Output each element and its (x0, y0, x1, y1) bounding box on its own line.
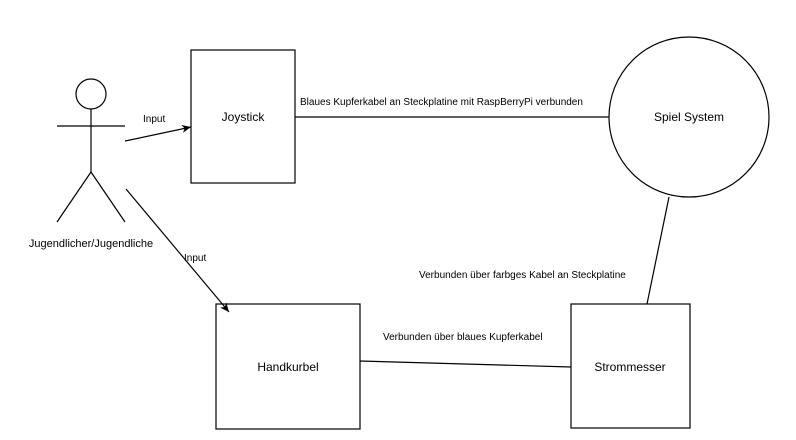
handkurbel-node[interactable] (215, 303, 361, 430)
edge-joystick-to-spiel-label: Blaues Kupferkabel an Steckplatine mit R… (300, 97, 583, 108)
handkurbel-label: Handkurbel (257, 360, 318, 374)
actor-head (75, 78, 107, 110)
edge-spiel-to-strommesser[interactable] (646, 196, 670, 305)
edge-handkurbel-to-strommesser-label: Verbunden über blaues Kupferkabel (383, 332, 543, 343)
actor-label: Jugendlicher/Jugendliche (29, 238, 153, 250)
edge-handkurbel-to-strommesser[interactable] (359, 360, 572, 368)
edge-actor-to-joystick-label: Input (143, 114, 165, 125)
actor-right-leg (90, 171, 126, 223)
strommesser-node[interactable] (570, 303, 691, 429)
spiel-system-label: Spiel System (654, 110, 724, 124)
joystick-node[interactable] (190, 49, 296, 184)
edge-spiel-to-strommesser-label: Verbunden über farbges Kabel an Steckpla… (419, 270, 626, 281)
actor-left-leg (56, 171, 92, 223)
strommesser-label: Strommesser (594, 360, 665, 374)
edge-actor-to-handkurbel[interactable] (125, 188, 230, 313)
edge-actor-to-handkurbel-label: Input (184, 253, 206, 264)
joystick-label: Joystick (222, 110, 266, 124)
edge-actor-to-joystick[interactable] (124, 124, 192, 142)
actor-figure[interactable] (56, 78, 126, 223)
